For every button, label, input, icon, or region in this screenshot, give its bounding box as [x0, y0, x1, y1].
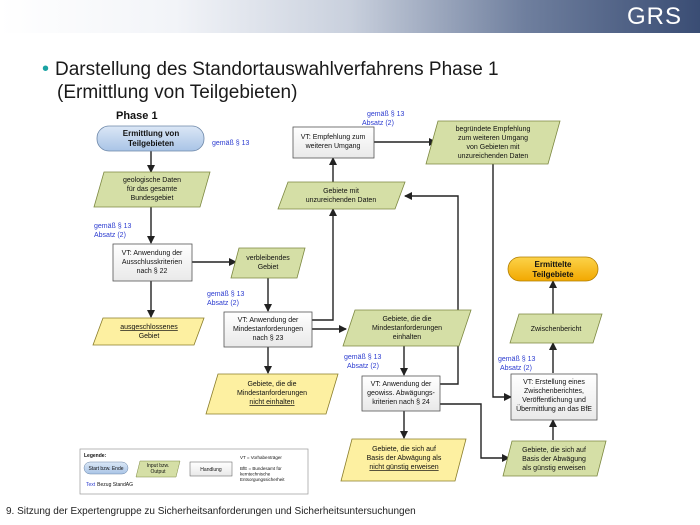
- title-line-1: Darstellung des Standortauswahlverfahren…: [55, 59, 499, 80]
- legend-handling-shape: [189, 461, 233, 477]
- arrow-vt24-unzur: [404, 192, 459, 385]
- svg-text:Zwischenbericht: Zwischenbericht: [531, 326, 582, 333]
- phase-label: Phase 1: [116, 110, 158, 122]
- legend-start-end-shape: [83, 461, 129, 475]
- node-zwischenbericht: Zwischenbericht: [509, 313, 603, 344]
- legend: Legende: Start bzw. Ende Input bzw.Outpu…: [79, 448, 309, 495]
- svg-text:Handlung: Handlung: [200, 467, 222, 473]
- slide-title: •Darstellung des Standortauswahlverfahre…: [42, 58, 499, 104]
- footer-text: 9. Sitzung der Expertengruppe zu Sicherh…: [6, 506, 416, 517]
- svg-text:Input bzw.Output: Input bzw.Output: [147, 463, 170, 475]
- note-start: gemäß § 13: [212, 140, 249, 147]
- title-line-2: (Ermittlung von Teilgebieten): [57, 82, 298, 103]
- svg-text:Legende:: Legende:: [84, 453, 107, 459]
- legend-io-shape: [135, 460, 181, 478]
- arrow-vt24-gs: [440, 403, 510, 462]
- arrow-vt23-unzur: [312, 208, 337, 321]
- grs-logo: GRS: [626, 3, 682, 30]
- svg-text:Start bzw. Ende: Start bzw. Ende: [88, 466, 123, 472]
- bullet-icon: •: [42, 58, 50, 80]
- arrow-begr-vtzw: [492, 164, 512, 401]
- header-bar: GRS: [0, 0, 700, 33]
- svg-text:VT = Vorhabenträger: VT = Vorhabenträger: [240, 455, 282, 460]
